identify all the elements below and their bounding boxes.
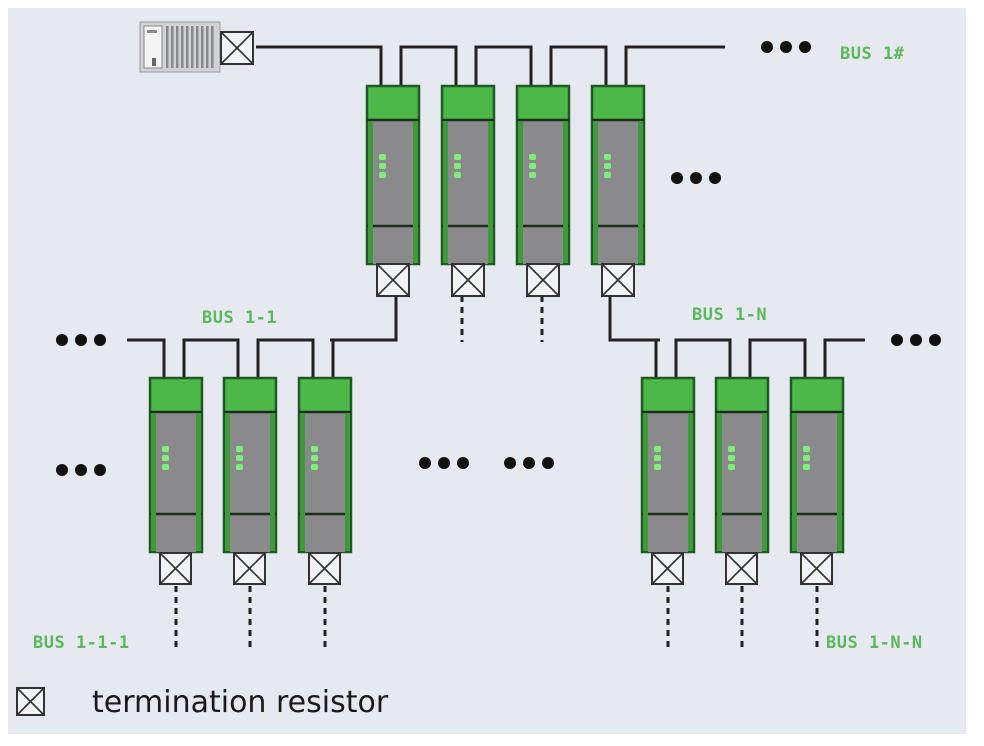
termination-resistor-icon: [308, 552, 341, 585]
termination-resistor-icon: [159, 552, 192, 585]
bus-label-1-1-1: BUS 1-1-1: [33, 633, 130, 653]
bus-1-n-line-segment: [748, 338, 807, 378]
status-led: [604, 154, 611, 160]
termination-resistors: [159, 263, 833, 585]
status-led: [379, 172, 386, 178]
bus-label-1-n: BUS 1-N: [692, 305, 767, 325]
bus-1-line-segment: [256, 45, 383, 86]
status-led: [728, 464, 735, 470]
status-led: [454, 154, 461, 160]
status-led: [529, 163, 536, 169]
io-module: [148, 376, 204, 554]
io-module: [515, 84, 571, 266]
status-led: [529, 172, 536, 178]
termination-resistor-icon: [16, 687, 45, 716]
termination-resistor-icon: [376, 263, 410, 297]
bus-lines: [127, 45, 865, 650]
status-led: [162, 464, 169, 470]
status-led: [162, 446, 169, 452]
bus-1-n-line-segment: [674, 338, 732, 378]
bus-1-line-segment: [624, 45, 725, 86]
ellipsis-bus-1-1: [56, 334, 106, 346]
status-led: [379, 154, 386, 160]
bus-1-1-line-segment: [127, 338, 166, 378]
ellipsis-bus-1: [761, 41, 811, 53]
status-led: [654, 464, 661, 470]
bus-1-1-line-segment: [331, 338, 396, 378]
bus-1-line-segment: [474, 45, 533, 86]
io-module: [714, 376, 770, 554]
io-module: [590, 84, 646, 266]
termination-resistor-icon: [451, 263, 485, 297]
status-led: [654, 455, 661, 461]
status-led: [803, 446, 810, 452]
bus-1-n-uplink: [608, 296, 660, 342]
status-led: [236, 464, 243, 470]
bus-label-1-n-n: BUS 1-N-N: [826, 633, 923, 653]
status-led: [728, 455, 735, 461]
plc-controller-icon: [139, 21, 254, 73]
status-led: [311, 455, 318, 461]
bus-label-1: BUS 1#: [840, 44, 905, 64]
status-led: [162, 455, 169, 461]
status-led: [803, 455, 810, 461]
termination-resistor-icon: [526, 263, 560, 297]
status-led: [311, 464, 318, 470]
termination-resistor-icon: [725, 552, 758, 585]
status-led: [379, 163, 386, 169]
termination-resistor-glyph: [16, 687, 45, 716]
modules: [148, 84, 845, 554]
io-module: [365, 84, 421, 266]
ellipsis-bus-1-1-modules: [56, 464, 106, 476]
status-led: [604, 172, 611, 178]
bus-1-line-segment: [399, 45, 458, 86]
ellipsis-bus-1-n: [891, 334, 941, 346]
termination-resistor-icon: [651, 552, 684, 585]
bus-1-n-line-segment: [823, 338, 865, 378]
bus-label-1-1: BUS 1-1: [202, 308, 277, 328]
ellipsis-middle-left: [419, 457, 469, 469]
status-led: [311, 446, 318, 452]
bus-1-n-line-segment: [610, 338, 658, 378]
legend-label: termination resistor: [92, 685, 389, 720]
ellipsis-bus-1-modules: [671, 172, 721, 184]
bus-1-1-uplink: [330, 296, 398, 342]
io-module: [789, 376, 845, 554]
legend: termination resistor: [16, 685, 389, 720]
termination-resistor-icon: [800, 552, 833, 585]
ellipsis-middle-right: [504, 457, 554, 469]
bus-1-1-line-segment: [256, 338, 315, 378]
status-led: [236, 455, 243, 461]
io-module: [297, 376, 353, 554]
bus-1-1-line-segment: [182, 338, 240, 378]
status-led: [654, 446, 661, 452]
status-led: [604, 163, 611, 169]
status-led: [728, 446, 735, 452]
termination-resistor-icon: [220, 31, 254, 65]
status-led: [529, 154, 536, 160]
status-led: [803, 464, 810, 470]
io-module: [440, 84, 496, 266]
status-led: [454, 172, 461, 178]
termination-resistor-icon: [233, 552, 266, 585]
io-module: [640, 376, 696, 554]
status-led: [236, 446, 243, 452]
termination-resistor-icon: [601, 263, 635, 297]
ellipses: [56, 41, 941, 476]
bus-1-line-segment: [549, 45, 608, 86]
io-module: [222, 376, 278, 554]
status-led: [454, 163, 461, 169]
